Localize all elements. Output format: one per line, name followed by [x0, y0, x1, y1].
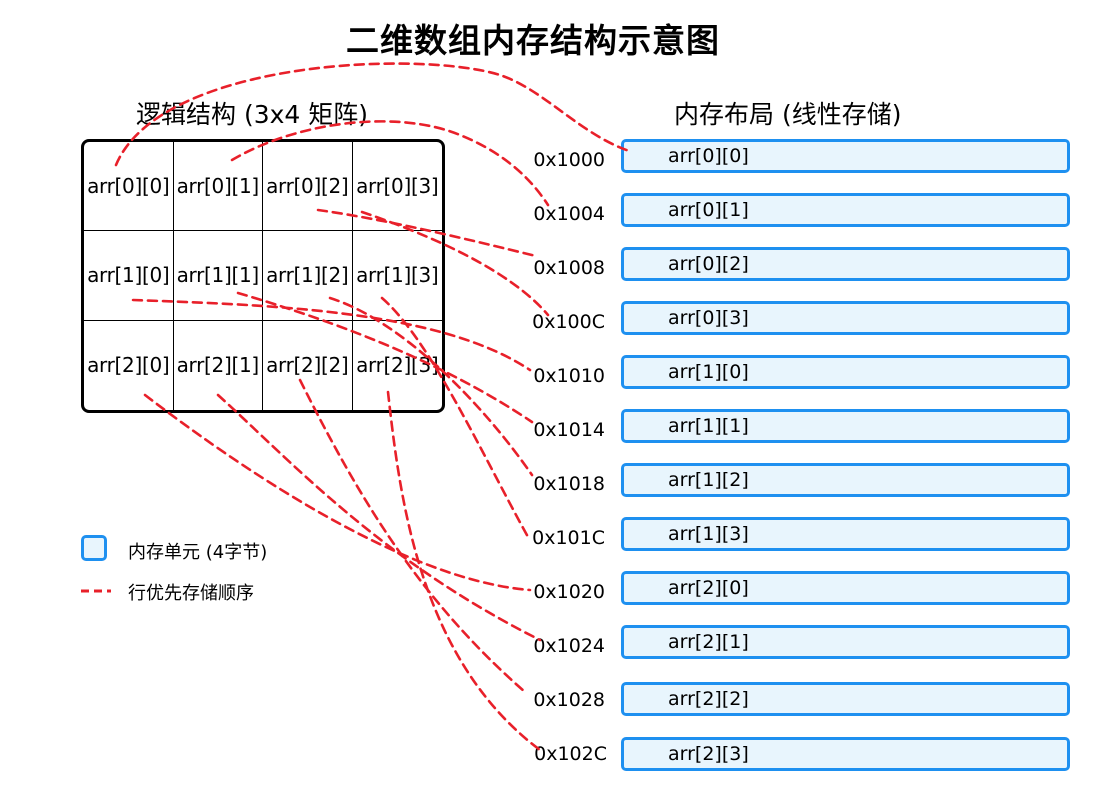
- order-arrow: [216, 393, 542, 642]
- logical-matrix: arr[0][0] arr[0][1] arr[0][2] arr[0][3] …: [81, 139, 445, 413]
- matrix-cell: arr[1][0]: [84, 231, 174, 321]
- memory-cell: arr[1][3]: [621, 517, 1070, 551]
- memory-cell: arr[0][0]: [621, 139, 1070, 173]
- matrix-cell: arr[0][0]: [84, 142, 174, 232]
- memory-address: 0x102C: [534, 743, 607, 765]
- matrix-cell: arr[0][3]: [352, 142, 442, 232]
- matrix-cell: arr[1][2]: [263, 231, 353, 321]
- memory-address: 0x1014: [533, 419, 605, 441]
- memory-cell: arr[1][0]: [621, 355, 1070, 389]
- order-arrow: [298, 378, 527, 694]
- matrix-cell: arr[2][2]: [263, 320, 353, 410]
- memory-layout-title: 内存布局 (线性存储): [674, 100, 902, 129]
- legend-memory-cell-label: 内存单元 (4字节): [128, 542, 268, 563]
- memory-address: 0x100C: [532, 311, 605, 333]
- memory-cell: arr[2][0]: [621, 571, 1070, 605]
- page-title: 二维数组内存结构示意图: [346, 21, 720, 60]
- memory-cell: arr[1][1]: [621, 409, 1070, 443]
- memory-cell: arr[0][1]: [621, 193, 1070, 227]
- matrix-cell: arr[2][0]: [84, 320, 174, 410]
- legend-order-label: 行优先存储顺序: [128, 583, 254, 604]
- memory-cell: arr[2][3]: [621, 737, 1070, 771]
- matrix-cell: arr[2][1]: [174, 320, 263, 410]
- memory-cell: arr[2][1]: [621, 625, 1070, 659]
- matrix-cell: arr[2][3]: [356, 353, 439, 378]
- legend-order-swatch: [81, 589, 111, 593]
- memory-cell: arr[2][2]: [621, 682, 1070, 716]
- memory-address: 0x1010: [533, 365, 605, 387]
- matrix-cell: arr[1][1]: [173, 231, 263, 321]
- matrix-cell: arr[1][3]: [352, 231, 442, 321]
- memory-address: 0x1004: [533, 203, 605, 225]
- memory-cell: arr[1][2]: [621, 463, 1070, 497]
- legend-memory-cell-swatch: [81, 535, 107, 561]
- memory-address: 0x1008: [533, 257, 605, 279]
- memory-address: 0x1024: [533, 635, 605, 657]
- matrix-cell: arr[0][1]: [173, 142, 263, 232]
- memory-address: 0x1018: [533, 473, 605, 495]
- memory-address: 0x101C: [532, 527, 605, 549]
- matrix-cell: arr[0][2]: [263, 142, 353, 232]
- memory-cell: arr[0][2]: [621, 247, 1070, 281]
- logical-structure-title: 逻辑结构 (3x4 矩阵): [136, 100, 369, 129]
- memory-address: 0x1028: [533, 689, 605, 711]
- memory-address: 0x1020: [533, 581, 605, 603]
- memory-address: 0x1000: [533, 149, 605, 171]
- memory-cell: arr[0][3]: [621, 301, 1070, 335]
